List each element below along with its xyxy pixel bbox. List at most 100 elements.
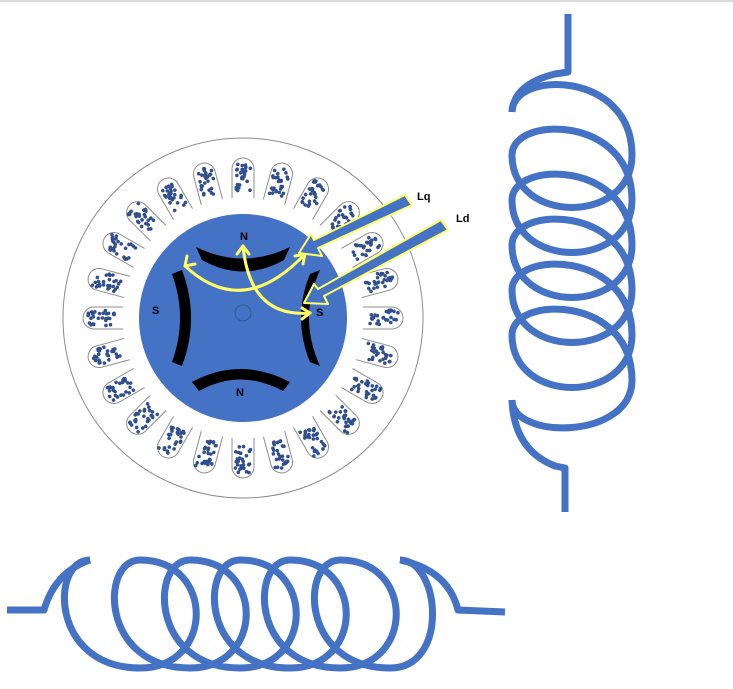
winding-dot	[91, 322, 95, 326]
winding-dot	[107, 272, 112, 276]
stator-slot	[157, 416, 193, 459]
rotor: N N S S	[139, 214, 347, 422]
winding-dot	[143, 214, 148, 219]
winding-dot	[104, 318, 108, 323]
winding-dot	[382, 361, 387, 365]
winding-dot	[148, 216, 153, 220]
winding-dot	[131, 388, 136, 393]
winding-dot	[271, 448, 276, 452]
winding-dot	[350, 387, 354, 392]
winding-dot	[167, 436, 171, 441]
stator-slot	[82, 306, 123, 330]
winding-dot	[385, 278, 390, 283]
winding-dot	[372, 286, 376, 291]
winding-dot	[110, 235, 115, 240]
winding-dot	[315, 436, 320, 441]
winding-dot	[277, 190, 282, 195]
winding-dot	[366, 341, 371, 346]
winding-dot	[311, 180, 316, 184]
winding-dot	[111, 385, 115, 390]
winding-dot	[128, 381, 133, 385]
winding-dot	[383, 356, 388, 361]
winding-dot	[372, 315, 376, 320]
winding-dot	[303, 429, 308, 434]
winding-dot	[181, 203, 186, 207]
winding-dot	[242, 466, 246, 470]
lq-label: Lq	[417, 191, 430, 203]
winding-dot	[122, 377, 126, 381]
winding-dot	[372, 279, 377, 284]
winding-dot	[126, 381, 130, 385]
winding-dot	[146, 218, 151, 223]
winding-dot	[316, 451, 320, 456]
winding-dot	[179, 193, 183, 198]
winding-dot	[298, 430, 302, 435]
winding-dot	[197, 454, 201, 459]
winding-dot	[348, 204, 352, 209]
ld-label: Ld	[456, 213, 469, 225]
winding-dot	[208, 458, 212, 462]
winding-dot	[202, 460, 206, 465]
winding-dot	[233, 466, 238, 470]
winding-dot	[139, 224, 144, 229]
winding-dot	[180, 430, 184, 435]
stator-slot-outline	[319, 394, 360, 435]
winding-dot	[160, 188, 165, 193]
winding-dot	[116, 239, 120, 244]
winding-dot	[168, 200, 172, 205]
winding-dot	[110, 232, 114, 237]
winding-dot	[93, 358, 98, 363]
winding-dot	[140, 426, 145, 430]
winding-dot	[93, 280, 98, 285]
pole-label-south-left: S	[152, 305, 159, 317]
winding-dot	[340, 213, 345, 217]
winding-dot	[95, 275, 100, 280]
winding-dot	[93, 310, 97, 314]
winding-dot	[206, 179, 210, 183]
winding-dot	[338, 410, 343, 414]
winding-dot	[378, 359, 382, 363]
vertical-coil-loops	[508, 81, 636, 432]
winding-dot	[364, 253, 368, 258]
winding-dot	[388, 278, 393, 283]
winding-dot	[277, 457, 282, 461]
winding-dot	[373, 396, 378, 400]
winding-dot	[328, 410, 332, 415]
winding-dot	[172, 447, 176, 451]
winding-dot	[365, 241, 370, 245]
winding-dot	[285, 175, 290, 179]
winding-dot	[303, 203, 308, 207]
winding-dot	[281, 191, 286, 196]
stator-slot	[355, 337, 399, 369]
winding-dot	[179, 435, 183, 439]
winding-dot	[248, 188, 252, 192]
winding-dot	[286, 454, 290, 459]
winding-dot	[136, 220, 141, 225]
winding-dot	[244, 469, 249, 474]
winding-dot	[364, 393, 369, 397]
winding-dot	[116, 281, 121, 286]
winding-dot	[376, 319, 380, 323]
winding-dot	[382, 278, 387, 282]
winding-dot	[359, 243, 364, 248]
winding-dot	[200, 184, 205, 188]
stator-slot-outline	[126, 394, 167, 435]
winding-dot	[275, 448, 280, 453]
winding-dot	[308, 192, 313, 196]
winding-dot	[168, 432, 173, 437]
winding-dot	[392, 317, 396, 322]
winding-dot	[240, 457, 245, 462]
winding-dot	[119, 242, 124, 246]
winding-dot	[247, 462, 252, 466]
winding-dot	[373, 387, 377, 392]
winding-dot	[282, 167, 286, 171]
winding-dot	[342, 205, 347, 209]
horizontal-coil-lead-right	[399, 556, 506, 616]
winding-dot	[271, 187, 275, 192]
flux-paths	[183, 244, 312, 321]
winding-dot	[96, 279, 101, 284]
winding-dot	[133, 212, 138, 216]
winding-dot	[364, 395, 369, 400]
winding-dot	[206, 451, 210, 456]
winding-dot	[280, 444, 285, 448]
